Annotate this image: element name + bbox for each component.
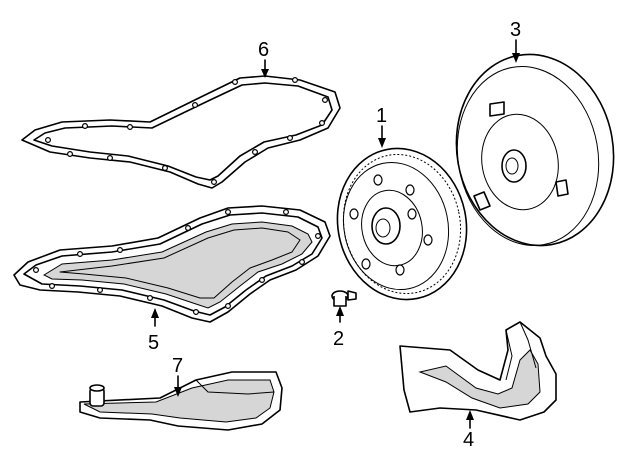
oil-pan[interactable] [13,205,331,323]
flywheel[interactable] [324,136,481,311]
callout-3-label: 3 [510,19,521,41]
callout-4-label: 4 [463,429,474,451]
callout-2: 2 [333,306,344,350]
callout-5: 5 [148,308,159,354]
callout-6-label: 6 [258,39,269,61]
callout-1: 1 [376,105,387,148]
callout-5-label: 5 [148,332,159,354]
callout-1-label: 1 [376,105,387,127]
callout-7: 7 [172,355,183,397]
callout-6: 6 [258,39,269,78]
callout-4: 4 [463,410,474,451]
callout-7-label: 7 [172,355,183,377]
heat-shield[interactable] [399,321,557,421]
flywheel-bolt[interactable] [331,290,357,307]
torque-converter[interactable] [442,42,629,258]
callout-2-label: 2 [333,328,344,350]
filter[interactable] [79,371,283,431]
callout-3: 3 [510,19,521,63]
pan-gasket[interactable] [21,75,341,189]
